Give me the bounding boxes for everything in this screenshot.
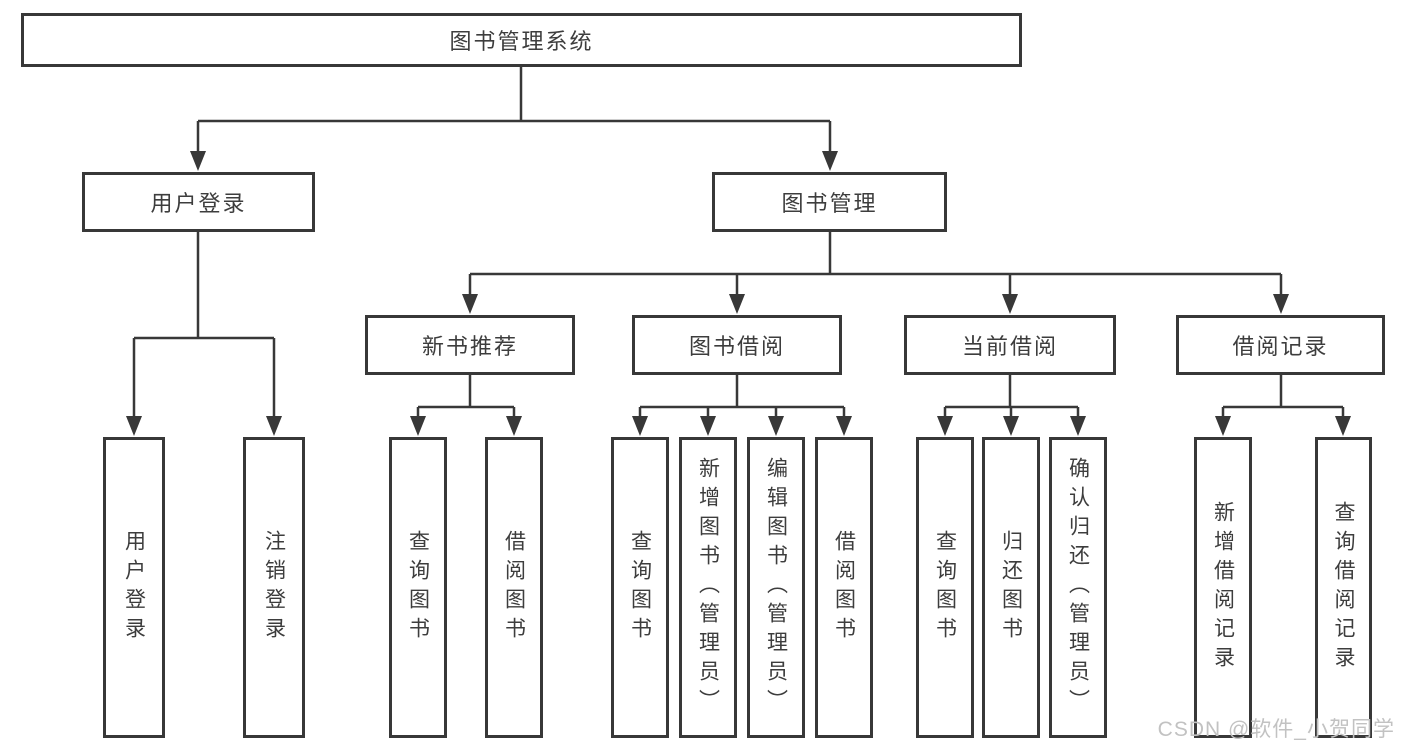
csdn-watermark: CSDN @软件_小贺同学 [1157,718,1395,741]
leaf-recommend-borrow-books: 借阅图书 [485,437,543,738]
leaf-records-query-record: 查询借阅记录 [1315,437,1372,738]
leaf-recommend-query-books: 查询图书 [389,437,447,738]
node-borrowing-records: 借阅记录 [1176,315,1385,375]
arrowheads [126,151,1351,436]
leaf-current-query-books: 查询图书 [916,437,974,738]
leaf-current-confirm-return-admin: 确认归还（管理员） [1049,437,1107,738]
node-library-system: 图书管理系统 [21,13,1022,67]
node-current-borrowing: 当前借阅 [904,315,1116,375]
leaf-borrowing-edit-books-admin: 编辑图书（管理员） [747,437,805,738]
leaf-borrowing-query-books: 查询图书 [611,437,669,738]
node-book-borrowing: 图书借阅 [632,315,842,375]
leaf-borrowing-borrow-books: 借阅图书 [815,437,873,738]
leaf-records-add-record: 新增借阅记录 [1194,437,1252,738]
node-book-management: 图书管理 [712,172,947,232]
leaf-borrowing-add-books-admin: 新增图书（管理员） [679,437,737,738]
node-user-login: 用户登录 [82,172,315,232]
leaf-current-return-books: 归还图书 [982,437,1040,738]
leaf-user-login: 用户登录 [103,437,165,738]
node-new-book-recommend: 新书推荐 [365,315,575,375]
leaf-logout: 注销登录 [243,437,305,738]
